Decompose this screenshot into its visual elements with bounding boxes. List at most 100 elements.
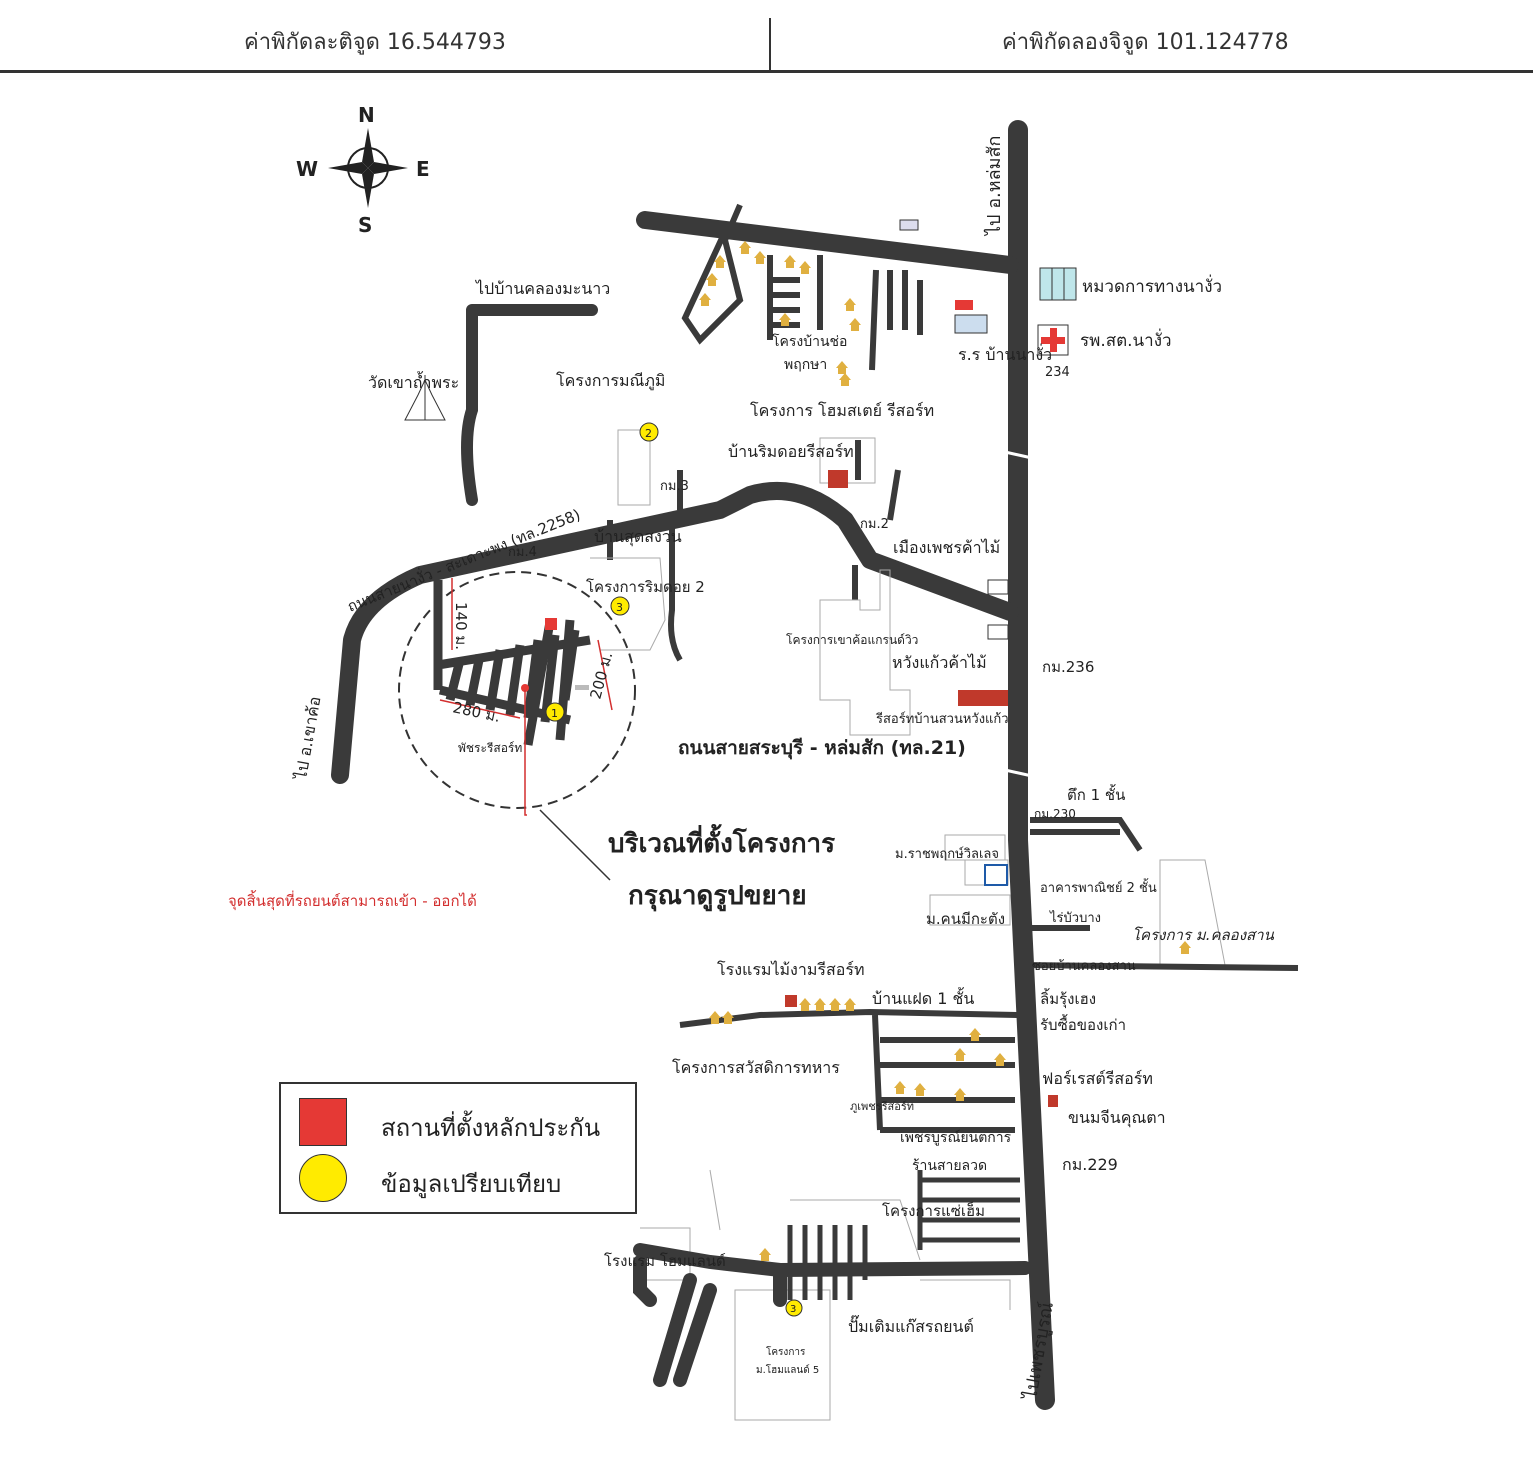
km230-label: กม.230	[1034, 807, 1076, 821]
compass-west-label: W	[296, 157, 318, 181]
wang-kaeo-icon	[987, 624, 1009, 640]
area-subtitle: กรุณาดูรูปขยาย	[628, 881, 807, 912]
proj-sae-em-label: โครงการแซ่เฮ็ม	[882, 1201, 985, 1220]
pruksa-label: พฤกษา	[784, 357, 827, 373]
phatchara-label: พัชระรีสอร์ท	[458, 741, 522, 755]
to-khlong-manao-label: ไปบ้านคลองมะนาว	[474, 279, 610, 298]
comparable-marker-3: 3	[610, 596, 630, 616]
collateral-legend-swatch	[299, 1098, 347, 1146]
road-2258	[331, 481, 1019, 784]
project-manee-label: โครงการมณีภูมิ	[556, 371, 665, 391]
wang-kaeo-label: หวังแก้วค้าไม้	[892, 653, 987, 672]
gas-station-label: ปั๊มเติมแก๊สรถยนต์	[848, 1315, 974, 1336]
north-village-lanes	[607, 203, 923, 662]
lim-rung-label: ลิ้มรุ้งเฮง	[1040, 988, 1096, 1009]
ban-rim-doi-label: บ้านริมดอยรีสอร์ท	[728, 442, 854, 461]
comparable-marker-2: 2	[639, 422, 659, 442]
header-divider	[0, 70, 1533, 73]
header-separator	[769, 18, 771, 72]
phet-boon-label: เพชรบูรณ์ยนตการ	[900, 1129, 1012, 1146]
compass-rose: N S E W	[296, 103, 430, 237]
wat-label: วัดเขาถ้ำพระ	[368, 371, 459, 392]
svg-text:2: 2	[645, 427, 652, 440]
area-title: บริเวณที่ตั้งโครงการ	[608, 823, 835, 859]
north-building-icon	[899, 219, 919, 231]
coordinates-header: ค่าพิกัดละติจูด 16.544793 ค่าพิกัดลองจิจ…	[0, 0, 1533, 73]
km234-label: 234	[1045, 365, 1070, 380]
road-21-label: ถนนสายสระบุรี - หล่มสัก (ทล.21)	[678, 737, 966, 760]
compass-north-label: N	[358, 103, 375, 127]
road-khlong-manao	[461, 304, 598, 506]
comparable-marker-3b: 3	[785, 1299, 803, 1317]
proj-homeland5-label-b: ม.โฮมแลนด์ 5	[756, 1363, 819, 1376]
collateral-marker	[545, 618, 557, 630]
km2-label: กม.2	[860, 517, 889, 532]
longitude-label: ค่าพิกัดลองจิจูด 101.124778	[1002, 30, 1289, 55]
ban-faet-label: บ้านแฝด 1 ชั้น	[872, 987, 974, 1008]
comparable-legend-swatch	[299, 1154, 347, 1202]
proj-sawatdikan-label: โครงการสวัสดิการทหาร	[672, 1058, 840, 1077]
forest-resort-icon	[1048, 1095, 1058, 1107]
mueang-phet-icon	[987, 579, 1009, 595]
tuk-1-label: ตึก 1 ชั้น	[1067, 784, 1125, 804]
km229-label: กม.229	[1062, 1155, 1118, 1174]
south-main-road	[633, 1243, 1032, 1387]
to-khao-kho-label: ไป อ.เขาค้อ	[291, 695, 325, 783]
school-label: ร.ร บ้านนางั่ว	[958, 343, 1052, 364]
khanom-chin-label: ขนมจีนคุณตา	[1068, 1108, 1166, 1128]
ratchaphruek-label: ม.ราชพฤกษ์วิลเลจ	[895, 846, 999, 862]
project-area-circle	[398, 571, 636, 809]
svg-text:3: 3	[790, 1304, 796, 1315]
highway-21	[1008, 120, 1055, 1410]
hospital-label: รพ.สต.นางั่ว	[1080, 328, 1172, 351]
project-lanes	[433, 580, 591, 746]
dim-200-label: 200 ม.	[586, 650, 616, 701]
rab-sue-label: รับซื้อของเก่า	[1040, 1014, 1126, 1034]
comparable-legend-label: ข้อมูลเปรียบเทียบ	[381, 1170, 562, 1198]
resort-suan-icon	[958, 690, 1008, 706]
svg-text:1: 1	[551, 707, 558, 720]
south-roads	[679, 817, 1299, 1133]
khao-kho-grand-label: โครงการเขาค้อแกรนด์วิว	[786, 633, 918, 647]
rai-buabang-label: ไร่บัวบาง	[1049, 910, 1101, 926]
proj-khlong-san-label: โครงการ ม.คลองสาน	[1132, 926, 1275, 944]
highway-dept-label: หมวดการทางนางั่ว	[1082, 274, 1222, 297]
ban-khlong-san-label: ซอยบ้านคลองสาน	[1032, 959, 1136, 974]
mo-khonmika-label: ม.คนมีกะตัง	[926, 910, 1005, 928]
proj-homeland5-label-a: โครงการ	[766, 1345, 806, 1358]
comparable-marker-1: 1	[545, 702, 565, 722]
latitude-label: ค่าพิกัดละติจูด 16.544793	[244, 30, 506, 55]
resort-suan-label: รีสอร์ทบ้านสวนหวังแก้ว	[875, 711, 1009, 727]
ban-sut-label: บ้านสุดสงวน	[594, 527, 682, 547]
ran-sai-luat-label: ร้านสายลวด	[912, 1158, 987, 1174]
south-grid	[787, 1170, 1020, 1300]
svg-text:3: 3	[616, 601, 623, 614]
esso-icon	[984, 864, 1008, 886]
wat-icon	[404, 375, 446, 421]
forest-resort-label: ฟอร์เรสต์รีสอร์ท	[1042, 1069, 1153, 1088]
road-2258-label: ถนนสายนางั่ว - สะเดาะพง (ทล.2258)	[344, 504, 583, 616]
proj-ban-chor-label: โครงบ้านช่อ	[772, 333, 847, 350]
hotel-homeland-label: โรงแรม โฮมแลนด์	[604, 1252, 726, 1270]
project-homestay-label: โครงการ โฮมสเตย์ รีสอร์ท	[750, 401, 934, 420]
end-point-label: จุดสิ้นสุดที่รถยนต์สามารถเข้า - ออกได้	[228, 890, 477, 911]
to-lomsak-label: ไป อ.หล่มสัก	[983, 136, 1005, 237]
shophouse-label: อาคารพาณิชย์ 2 ชั้น	[1040, 878, 1157, 896]
map-legend: สถานที่ตั้งหลักประกัน ข้อมูลเปรียบเทียบ	[279, 1082, 637, 1214]
dim-140-label: 140 ม.	[452, 602, 470, 650]
mueang-phet-label: เมืองเพชรค้าไม้	[893, 538, 1000, 557]
km4-label: กม.4	[508, 545, 537, 560]
km3-label: กม.3	[660, 479, 689, 494]
km236-label: กม.236	[1042, 658, 1094, 676]
ban-rim-doi-icon	[828, 470, 848, 488]
north-road	[636, 211, 1019, 274]
hotel-mai-ngam-label: โรงแรมไม้งามรีสอร์ท	[717, 960, 865, 979]
hospital-icon	[1037, 324, 1069, 356]
phu-phet-label: ภูเพชรรีสอร์ท	[850, 1100, 914, 1113]
school-icon	[954, 300, 988, 334]
dimension-lines	[439, 578, 613, 816]
collateral-legend-label: สถานที่ตั้งหลักประกัน	[381, 1114, 601, 1142]
hotel-mai-ngam-icon	[785, 995, 797, 1007]
highway-dept-icon	[1039, 267, 1077, 301]
